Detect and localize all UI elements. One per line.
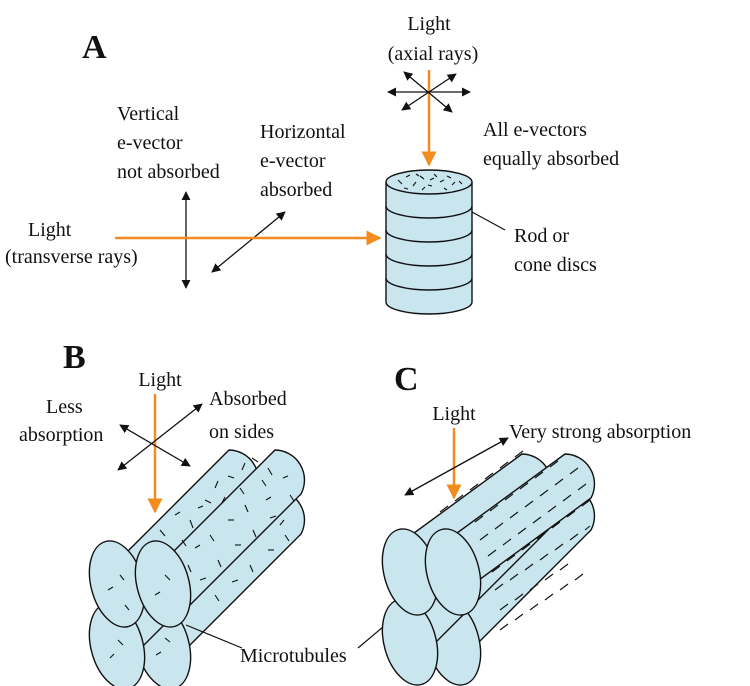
b-evector-cross (117, 403, 203, 471)
c-evector-arrow (404, 437, 509, 496)
b-light-label: Light (138, 369, 182, 391)
rod-cone-disc-stack (385, 169, 473, 315)
less-absorption-line2: absorption (19, 424, 103, 446)
light-transverse-line1: Light (28, 219, 72, 241)
horizontal-evector-arrow (211, 211, 286, 273)
panel-c: C Light Very strong absorption (381, 361, 691, 686)
less-absorption-line1: Less (46, 396, 83, 418)
very-strong-absorption-label: Very strong absorption (509, 421, 691, 443)
panel-b: B Light Less absorption Absorbed on side… (19, 339, 306, 686)
absorbed-sides-line1: Absorbed (209, 388, 287, 410)
vertical-evector-line1: Vertical (117, 103, 180, 125)
microtubules-leader-right (357, 626, 384, 649)
vertical-evector-line3: not absorbed (117, 161, 220, 183)
horizontal-evector-line2: e-vector (260, 150, 326, 172)
all-evectors-line2: equally absorbed (483, 148, 619, 170)
c-aligned-pigment-marks (439, 450, 591, 631)
horizontal-evector-line3: absorbed (260, 179, 332, 201)
light-axial-line2: (axial rays) (388, 43, 479, 65)
c-microtubule-bundle (381, 450, 596, 686)
panel-c-letter: C (394, 361, 419, 398)
rod-cone-line1: Rod or (514, 225, 569, 247)
all-evectors-line1: All e-vectors (483, 119, 587, 141)
axial-evector-star (387, 71, 471, 113)
light-axial-line1: Light (407, 13, 451, 35)
disc-top-random-pigment (397, 173, 463, 191)
b-microtubule-bundle (88, 449, 306, 686)
microtubules-leader-left (185, 624, 243, 649)
light-transverse-line2: (transverse rays) (5, 246, 138, 268)
c-light-label: Light (432, 403, 476, 425)
vertical-evector-line2: e-vector (117, 132, 183, 154)
b-random-pigment-marks (107, 457, 295, 659)
panel-a-letter: A (82, 29, 107, 66)
rod-cone-leader (471, 211, 506, 231)
microtubules-label: Microtubules (240, 645, 347, 667)
microtubules-callout: Microtubules (185, 624, 384, 667)
panel-b-letter: B (63, 339, 86, 376)
horizontal-evector-line1: Horizontal (260, 121, 346, 143)
panel-a: A Light (axial rays) All e-vectors equal… (5, 13, 619, 315)
absorbed-sides-line2: on sides (209, 421, 274, 443)
rod-cone-line2: cone discs (514, 254, 597, 276)
